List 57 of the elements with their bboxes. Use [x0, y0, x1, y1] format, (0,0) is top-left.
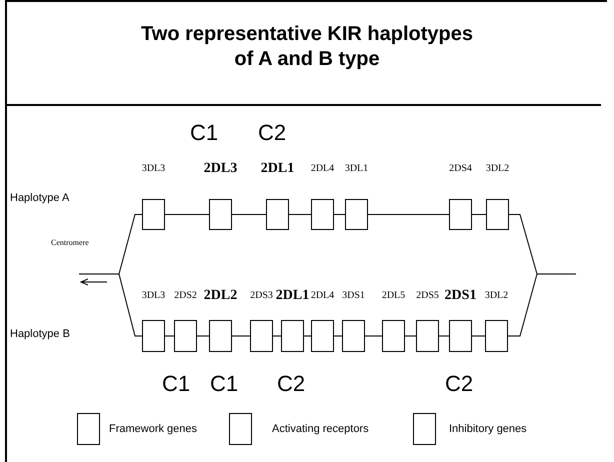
chromosome-segment: [368, 214, 450, 215]
gene-name: 2DS3: [250, 289, 273, 303]
ligand-label: C1: [190, 122, 218, 144]
gene-name: 2DS5: [416, 289, 439, 303]
gene-box: [311, 199, 334, 230]
gene-name: 2DL2: [204, 289, 238, 304]
gene-box: [416, 320, 439, 352]
legend-text: Inhibitory genes: [449, 424, 527, 435]
gene-box: [174, 320, 197, 352]
centromere-label: Centromere: [51, 239, 89, 247]
chromosome-segment: [232, 214, 266, 215]
gene-name: 2DL1: [276, 289, 310, 304]
gene-name: 3DL2: [486, 162, 510, 176]
gene-name: 2DL3: [204, 162, 238, 177]
gene-name: 3DS1: [342, 289, 365, 303]
gene-box: [311, 320, 334, 352]
gene-name: 2DL1: [260, 162, 294, 177]
chromosome-segment: [288, 214, 312, 215]
ligand-label: C2: [445, 373, 474, 395]
gene-box: [266, 199, 289, 230]
gene-name: 2DS4: [449, 162, 472, 176]
chromosome-segment: [334, 214, 346, 215]
legend-text: Activating receptors: [272, 424, 369, 435]
haplotype-label: Haplotype A: [10, 193, 70, 204]
gene-name: 2DS2: [174, 289, 197, 303]
gene-name: 2DS1: [444, 289, 476, 304]
gene-box: [345, 199, 368, 230]
gene-box: [209, 320, 232, 352]
gene-box: [449, 320, 472, 352]
ligand-label: C1: [210, 373, 238, 395]
ligand-label: C2: [258, 122, 286, 144]
gene-name: 3DL3: [142, 289, 166, 303]
gene-box: [449, 199, 472, 230]
ligand-label: C1: [162, 373, 190, 395]
gene-name: 2DL5: [382, 289, 406, 303]
chromosome-segment: [508, 214, 538, 336]
gene-box: [209, 199, 232, 230]
chromosome-segment: [118, 214, 142, 336]
gene-box: [250, 320, 273, 352]
gene-name: 2DL4: [310, 162, 334, 176]
gene-box: [281, 320, 304, 352]
chromosome-segment: [164, 214, 210, 215]
gene-name: 3DL1: [344, 162, 368, 176]
gene-box: [342, 320, 365, 352]
legend-text: Framework genes: [109, 424, 198, 435]
ligand-label: C2: [277, 373, 306, 395]
gene-box: [382, 320, 405, 352]
haplotype-label: Haplotype B: [10, 329, 70, 340]
title: Two representative KIR haplotypes of A and B type: [140, 22, 474, 72]
gene-box: [142, 199, 165, 230]
gene-box: [142, 320, 165, 352]
chromosome-segment: [472, 214, 486, 215]
gene-box: [486, 199, 509, 230]
gene-name: 3DL3: [142, 162, 166, 176]
gene-name: 3DL2: [484, 289, 508, 303]
gene-name: 2DL4: [310, 289, 334, 303]
gene-box: [485, 320, 508, 352]
